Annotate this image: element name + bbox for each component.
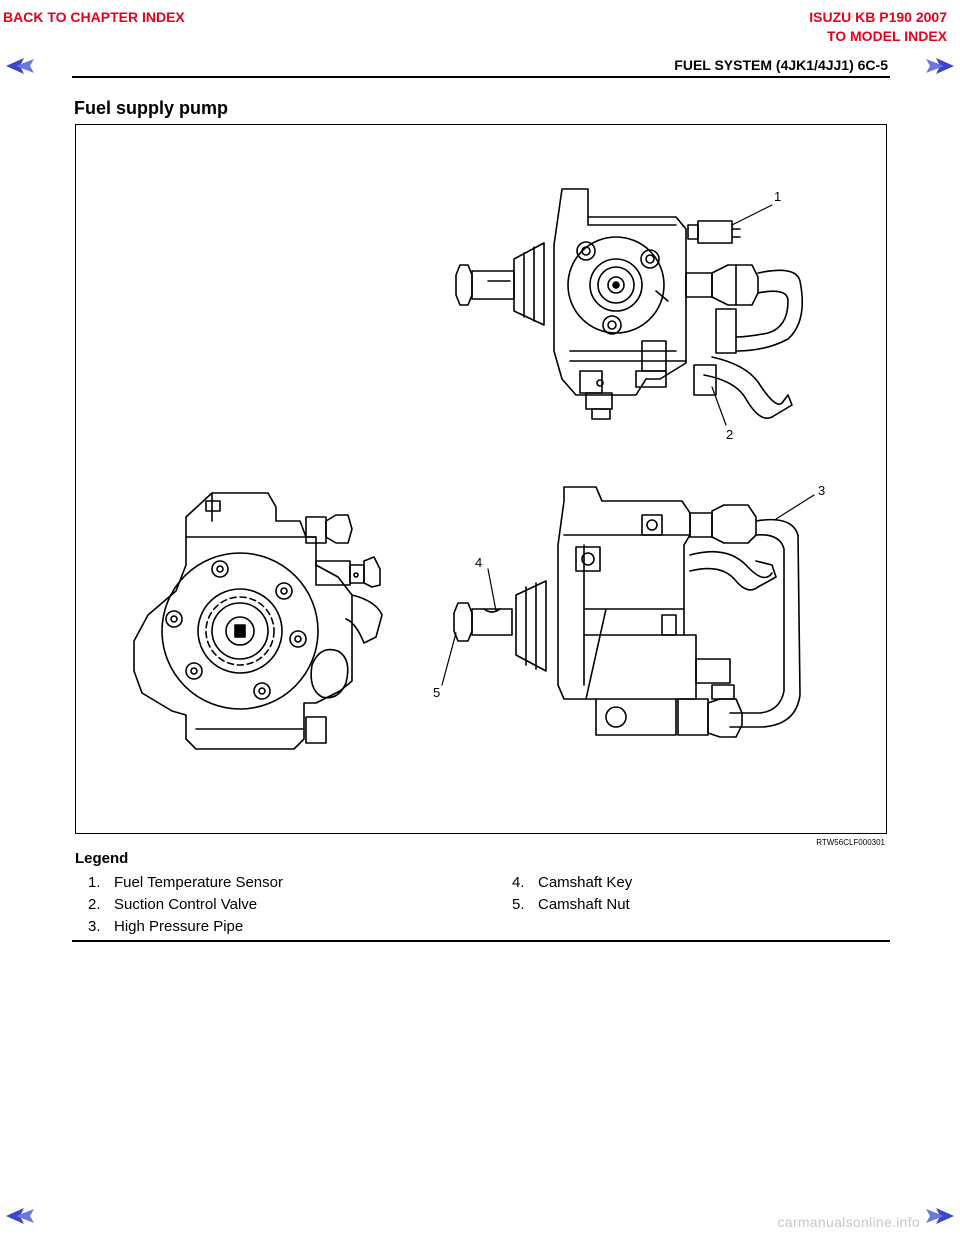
legend-rule [72,940,890,942]
next-page-arrow-icon[interactable] [926,1208,954,1224]
legend-item-label: Fuel Temperature Sensor [114,874,283,891]
legend-item-number: 5. [512,896,525,913]
prev-page-arrow-icon[interactable] [6,1208,34,1224]
footer-watermark[interactable]: carmanualsonline.info [777,1214,920,1230]
legend-item: 2. Suction Control Valve [88,896,257,913]
pump-front-view [133,492,383,750]
fuel-pump-illustration [133,188,815,750]
legend-item-label: Camshaft Nut [538,896,630,913]
legend-item: 1. Fuel Temperature Sensor [88,874,283,891]
legend-item-number: 2. [88,896,101,913]
callout-leaders [441,204,815,686]
model-title-link[interactable]: ISUZU KB P190 2007 [809,9,947,25]
callout-1: 1 [774,189,782,204]
next-page-arrow-icon[interactable] [926,58,954,74]
callout-5: 5 [433,685,441,700]
callout-3: 3 [818,483,826,498]
callout-4: 4 [475,555,483,570]
header-rule [72,76,890,78]
section-title: Fuel supply pump [74,98,229,118]
legend-item: 3. High Pressure Pipe [88,918,243,935]
to-model-index-link[interactable]: TO MODEL INDEX [826,28,947,44]
figure-code: RTW56CLF000301 [816,838,885,847]
legend-item-label: High Pressure Pipe [114,918,244,935]
legend-item-label: Suction Control Valve [114,896,258,913]
legend-item-number: 1. [88,874,101,891]
legend-title: Legend [75,850,129,867]
pump-side-view [453,486,801,738]
legend-item-number: 4. [512,874,525,891]
page-header-title: FUEL SYSTEM (4JK1/4JJ1) 6C-5 [674,57,888,73]
legend-item-label: Camshaft Key [538,874,633,891]
back-to-chapter-index-link[interactable]: BACK TO CHAPTER INDEX [3,9,185,25]
legend-item: 4. Camshaft Key [512,874,632,891]
prev-page-arrow-icon[interactable] [6,58,34,74]
pump-top-view [455,188,804,420]
callout-2: 2 [726,427,734,442]
fuel-pump-figure: 1 2 3 4 5 [75,124,887,834]
legend-item: 5. Camshaft Nut [512,896,630,913]
legend-item-number: 3. [88,918,101,935]
